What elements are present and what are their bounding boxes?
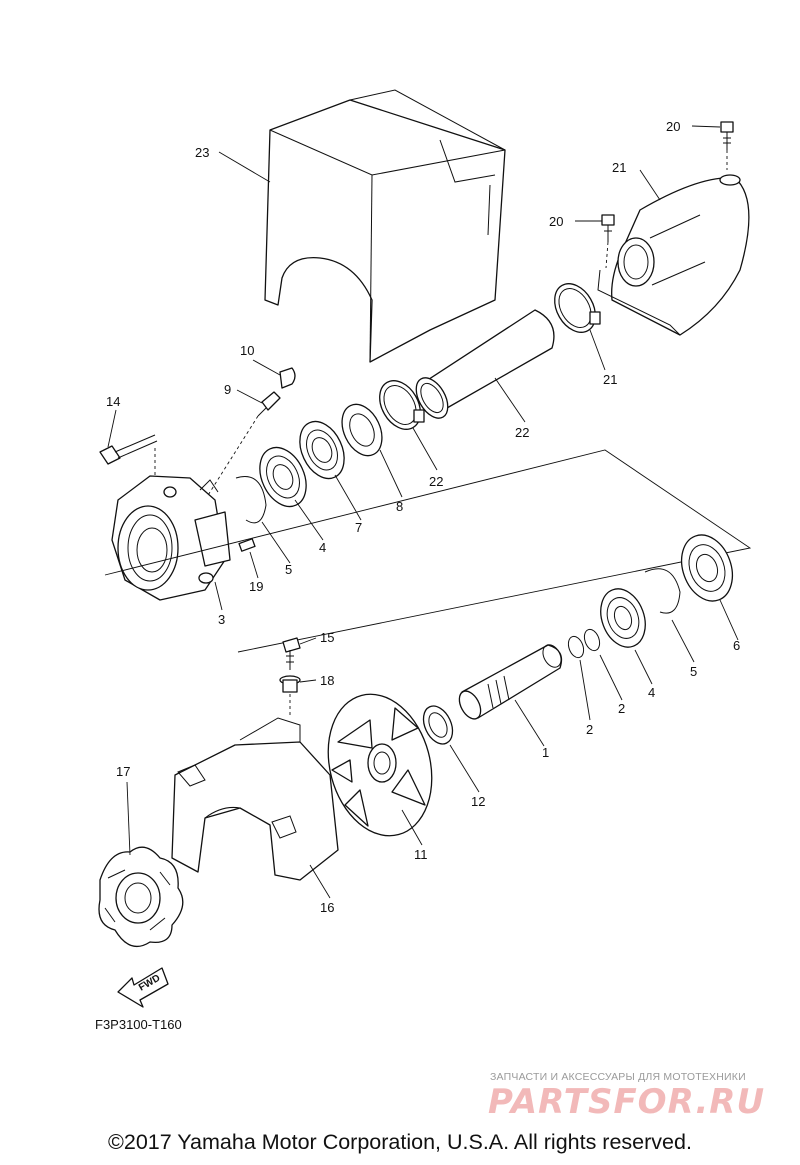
part-23-cover	[264, 89, 506, 363]
callout-12: 12	[471, 794, 485, 809]
callout-20-lower: 20	[549, 214, 563, 229]
part-21-clamp-lower	[379, 380, 425, 430]
part-1-shaft	[458, 644, 563, 720]
assembly-outline	[104, 449, 752, 653]
callout-21-lower: 22	[429, 474, 443, 489]
callout-11: 11	[414, 847, 428, 862]
callout-20-upper: 20	[666, 119, 680, 134]
part-11-impeller	[327, 693, 433, 837]
copyright-notice: ©2017 Yamaha Motor Corporation, U.S.A. A…	[108, 1130, 692, 1154]
callout-3: 3	[218, 612, 225, 627]
callout-2-a: 2	[618, 701, 625, 716]
callout-17: 19	[249, 579, 263, 594]
callout-8: 8	[396, 499, 403, 514]
part-13-bolt	[99, 434, 158, 490]
part-4-bearing-lower	[600, 588, 646, 648]
part-14-bolt	[282, 637, 301, 670]
callout-1: 1	[542, 745, 549, 760]
part-19-fairing	[597, 174, 750, 336]
part-3-housing	[111, 475, 231, 601]
part-9-grease-nipple	[204, 391, 281, 501]
part-7-oil-seal	[299, 420, 345, 480]
part-6-bearing	[680, 534, 734, 602]
leader-lines	[107, 125, 739, 899]
part-10-cap	[279, 367, 296, 389]
callout-13: 14	[106, 394, 120, 409]
callout-14: 15	[320, 630, 334, 645]
part-12-spacer	[422, 705, 454, 745]
callout-7: 7	[355, 520, 362, 535]
part-17-pin	[238, 538, 256, 552]
part-21-clamp-upper	[554, 283, 601, 333]
callout-16: 17	[116, 764, 130, 779]
callout-10: 10	[240, 343, 254, 358]
part-2-o-ring-a	[583, 628, 601, 652]
callout-4-upper: 4	[319, 540, 326, 555]
diagram-code: F3P3100-T160	[95, 1017, 182, 1032]
part-4-bearing-upper	[259, 446, 307, 508]
part-18-collar	[279, 675, 301, 718]
part-5-circlip-upper	[235, 476, 267, 524]
callout-5-upper: 5	[285, 562, 292, 577]
callout-4-lower: 4	[648, 685, 655, 700]
part-20-bolt-lower	[601, 214, 615, 269]
callout-15: 16	[320, 900, 334, 915]
part-8-oil-seal	[341, 403, 383, 457]
watermark-tagline: ЗАПЧАСТИ И АКСЕССУАРЫ ДЛЯ МОТОТЕХНИКИ	[490, 1071, 746, 1083]
part-5-circlip-lower	[644, 568, 681, 614]
callout-9: 9	[224, 382, 231, 397]
callout-19: 21	[612, 160, 626, 175]
callout-2-b: 2	[586, 722, 593, 737]
part-15-duct	[171, 717, 339, 881]
part-20-bolt-upper	[720, 121, 734, 170]
part-16-stator	[98, 846, 184, 948]
watermark-logo: PARTSFOR.RU	[488, 1082, 766, 1122]
callout-6: 6	[733, 638, 740, 653]
part-22-hose	[415, 309, 555, 419]
callout-5-lower: 5	[690, 664, 697, 679]
callout-23: 23	[195, 145, 209, 160]
callout-labels: 23 21 20 20 21 22 22 8 7 4 5 10 9 14 3 1…	[106, 119, 740, 915]
part-2-o-ring-b	[567, 635, 585, 659]
fwd-arrow-icon: FWD	[117, 967, 169, 1008]
callout-21-upper: 21	[603, 372, 617, 387]
callout-18: 18	[320, 673, 334, 688]
callout-22: 22	[515, 425, 529, 440]
